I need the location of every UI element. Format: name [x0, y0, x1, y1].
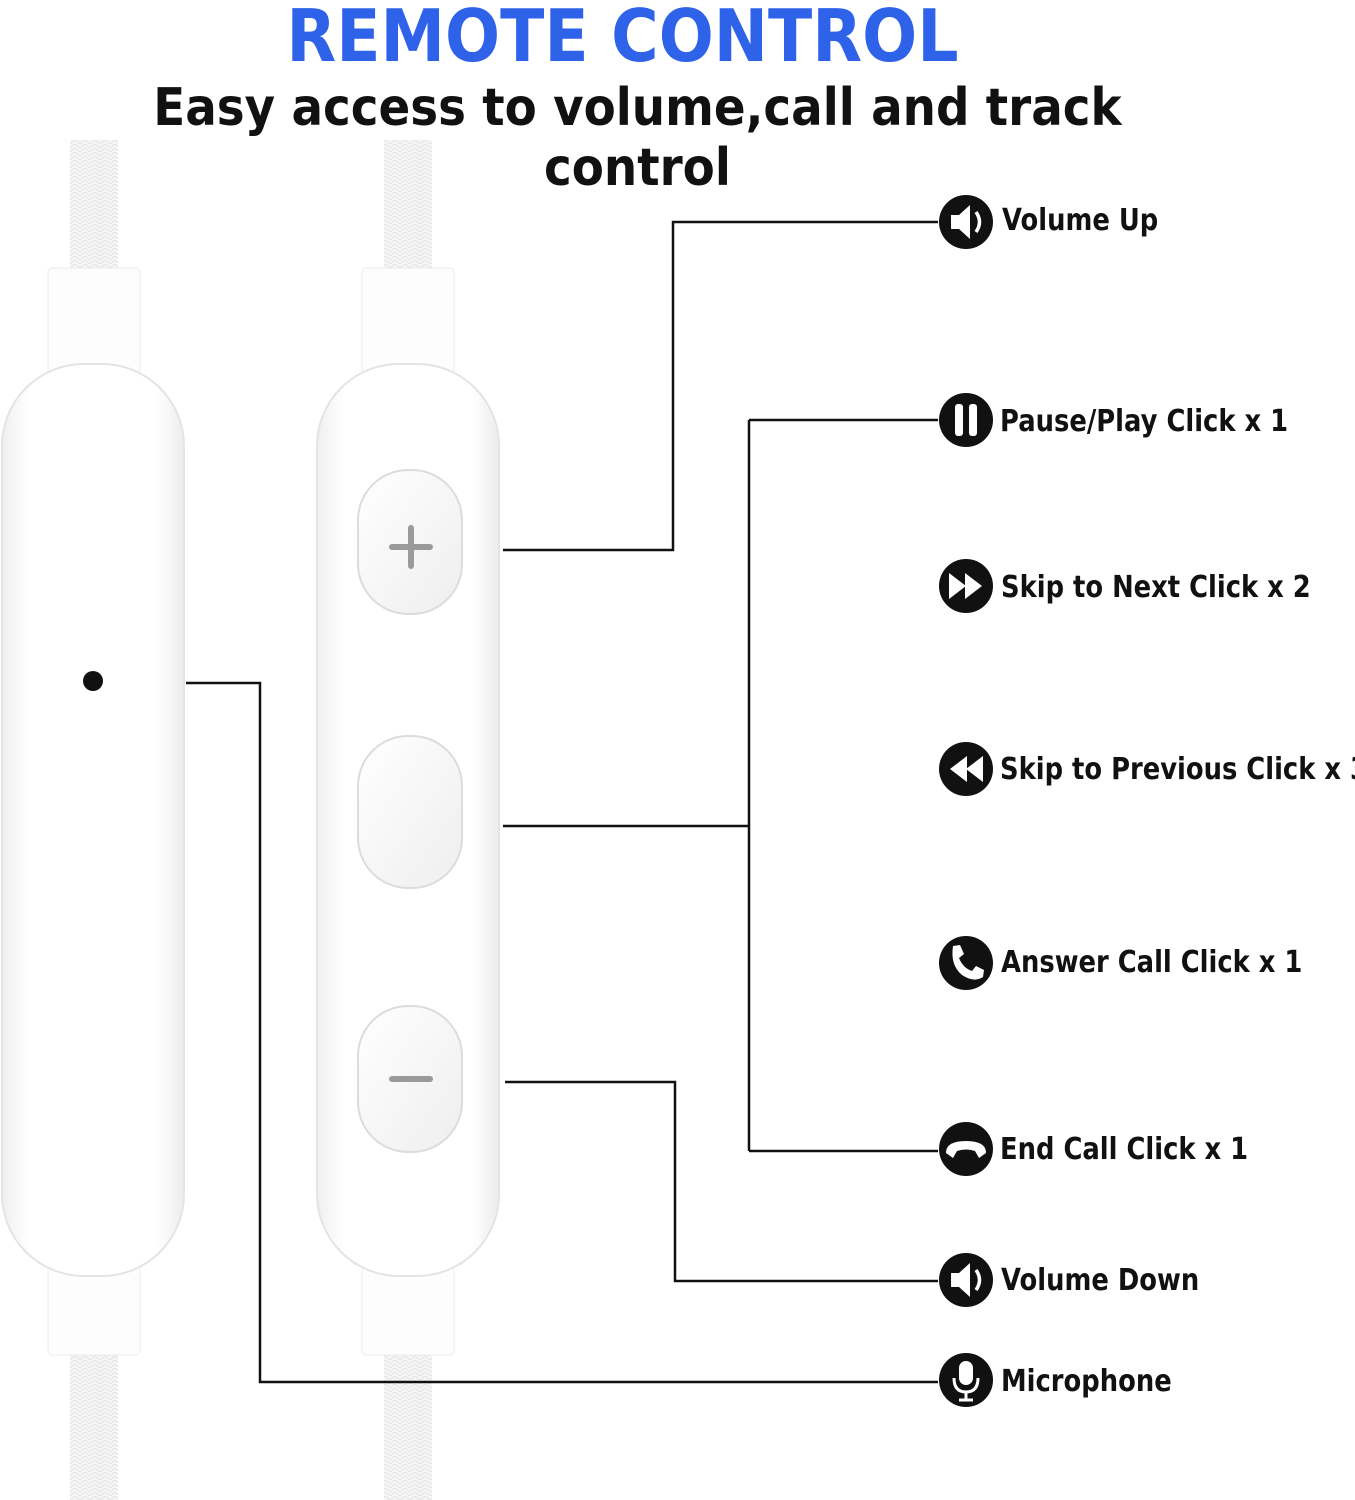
leader-volume-down [505, 1080, 938, 1283]
strain-relief-top-right [361, 267, 455, 379]
rewind-icon [939, 742, 993, 796]
microphone-hole [83, 671, 103, 691]
label-microphone: Microphone [1001, 1364, 1172, 1399]
cable-bottom-right [384, 1350, 432, 1500]
cable-top-right [384, 140, 432, 280]
leader-microphone [186, 681, 938, 1384]
label-pause-play: Pause/Play Click x 1 [1000, 404, 1289, 439]
label-answer-call: Answer Call Click x 1 [1001, 945, 1303, 980]
volume-up-button[interactable] [357, 469, 463, 615]
hang-up-icon [939, 1122, 993, 1176]
plus-icon [389, 525, 433, 569]
remote-back [1, 140, 185, 1500]
microphone-icon [939, 1353, 993, 1407]
label-end-call: End Call Click x 1 [1000, 1132, 1249, 1167]
leader-lines [186, 220, 938, 1384]
volume-down-button[interactable] [357, 1005, 463, 1153]
pause-icon [939, 393, 993, 447]
remote-front [316, 140, 500, 1500]
speaker-icon [939, 195, 993, 249]
cable-top-left [70, 140, 118, 280]
cable-bottom-left [70, 1350, 118, 1500]
label-skip-previous: Skip to Previous Click x 3 [1000, 752, 1355, 787]
multi-function-button[interactable] [357, 735, 463, 889]
label-skip-next: Skip to Next Click x 2 [1001, 570, 1311, 605]
page-title: REMOTE CONTROL [286, 0, 959, 78]
remote-body-back [1, 363, 185, 1277]
fast-forward-icon [939, 559, 993, 613]
phone-icon [939, 936, 993, 990]
strain-relief-top-left [47, 267, 141, 379]
label-volume-up: Volume Up [1002, 203, 1159, 238]
page-subtitle: Easy access to volume,call and track con… [153, 78, 1122, 198]
leader-volume-up [503, 220, 938, 552]
speaker-icon [939, 1253, 993, 1307]
label-volume-down: Volume Down [1001, 1263, 1200, 1298]
